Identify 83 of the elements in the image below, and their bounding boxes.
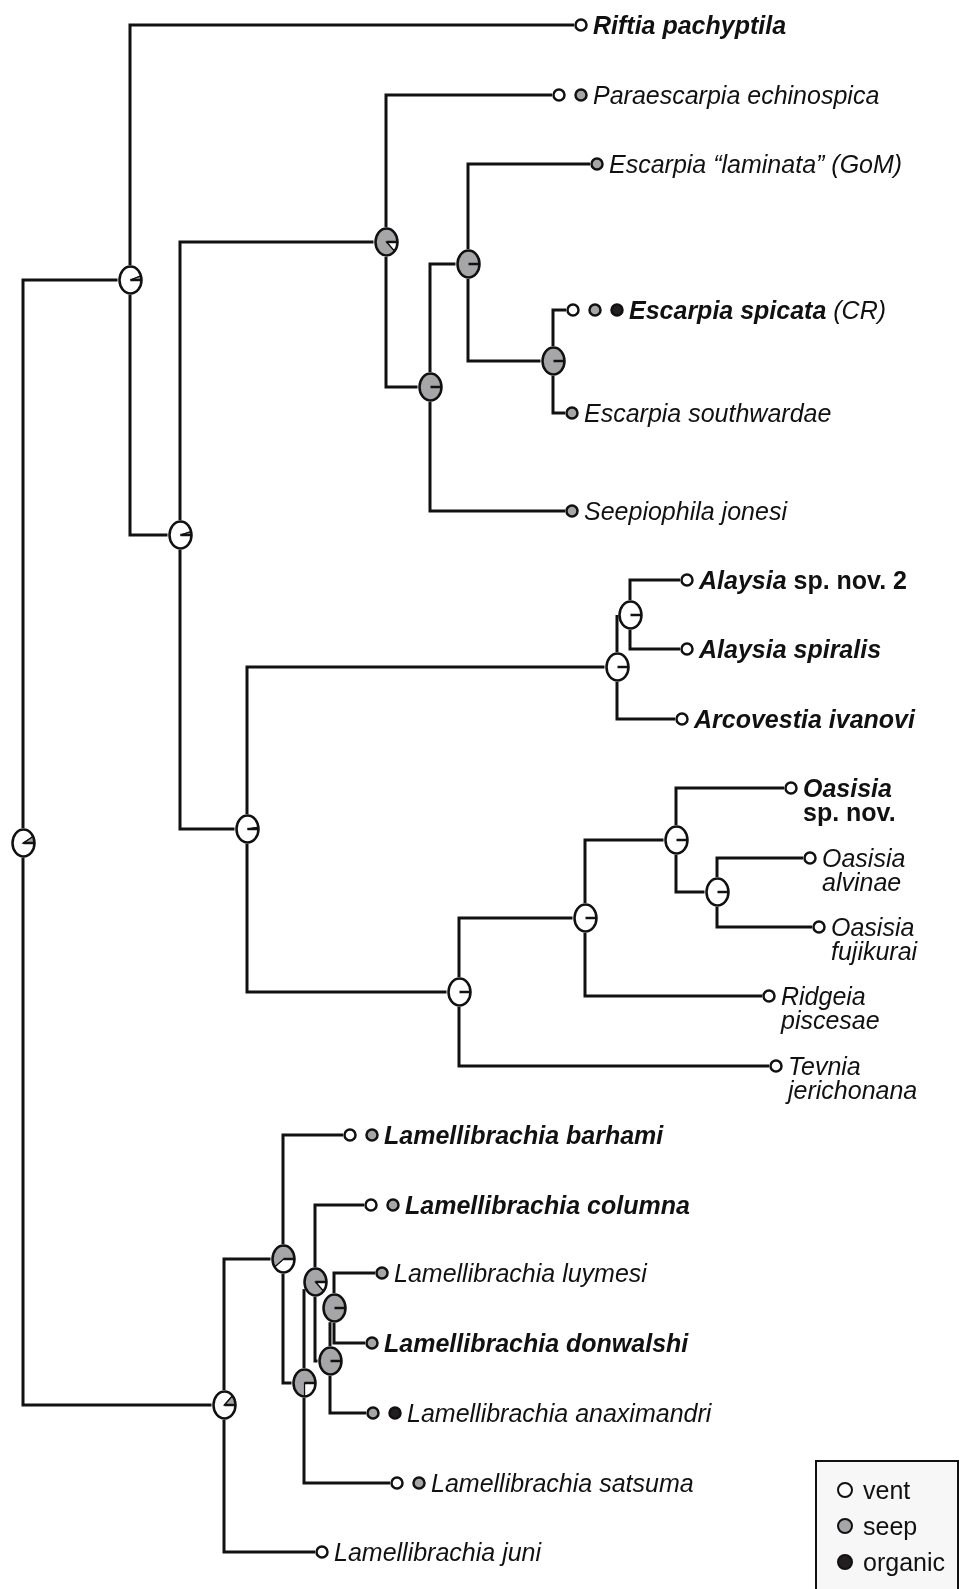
ancestral-state-pie-icon: [317, 1346, 343, 1376]
branch-line: [128, 295, 168, 537]
species-name: Lamellibrachia anaximandri: [407, 1401, 712, 1425]
species-name: Alaysia sp. nov. 2: [699, 568, 907, 592]
branch-line: [178, 240, 374, 520]
species-name: Oasisia sp. nov.: [803, 776, 897, 824]
branch-line: [222, 1420, 315, 1554]
branch-line: [466, 162, 590, 249]
ancestral-state-pie-icon: [617, 600, 643, 630]
ancestral-state-pie-icon: [234, 814, 260, 844]
branch-line: [128, 23, 574, 265]
branch-line: [328, 1376, 366, 1415]
branch-line: [628, 630, 680, 651]
ancestral-state-pie-icon: [663, 825, 689, 855]
branch-line: [428, 262, 456, 372]
branch-line: [466, 279, 541, 363]
branch-line: [245, 665, 605, 814]
species-name: Alaysia spiralis: [699, 637, 882, 661]
ancestral-state-pie-icon: [540, 346, 566, 376]
ancestral-state-pie-icon: [417, 372, 443, 402]
ancestral-state-pie-icon: [373, 227, 399, 257]
species-name: Lamellibrachia barhami: [384, 1123, 664, 1147]
branch-line: [384, 257, 418, 389]
species-name: Oasisia fujikurai: [831, 915, 919, 963]
branch-line: [384, 93, 552, 227]
legend-label: vent: [863, 1476, 911, 1504]
ancestral-state-pie-icon: [270, 1244, 296, 1274]
branch-line: [615, 682, 675, 721]
branch-line: [583, 933, 762, 998]
ancestral-state-pie-icon: [302, 1267, 328, 1297]
species-name: Riftia pachyptila: [593, 13, 787, 37]
branch-line: [715, 856, 803, 877]
ancestral-state-pie-icon: [117, 265, 143, 295]
branch-line: [674, 855, 705, 894]
ancestral-state-pie-icon: [211, 1390, 237, 1420]
branch-line: [457, 1007, 769, 1068]
species-name: Lamellibrachia donwalshi: [384, 1331, 689, 1355]
ancestral-state-pie-icon: [572, 903, 598, 933]
ancestral-state-pie-icon: [704, 877, 730, 907]
branch-line: [21, 278, 118, 828]
ancestral-state-pie-icon: [604, 652, 630, 682]
branch-line: [222, 1257, 271, 1390]
species-name: Paraescarpia echinospica: [593, 83, 880, 107]
species-name: Escarpia “laminata” (GoM): [609, 152, 903, 176]
species-name: Seepiophila jonesi: [584, 499, 787, 523]
branch-line: [674, 786, 784, 825]
branch-line: [551, 308, 566, 346]
branch-line: [328, 1322, 332, 1346]
branch-line: [178, 550, 235, 831]
branch-line: [21, 858, 212, 1407]
species-name: Arcovestia ivanovi: [694, 707, 915, 731]
species-name: Oasisia alvinae: [822, 846, 907, 894]
species-name: Escarpia spicata (CR): [629, 298, 887, 322]
branch-line: [302, 1289, 306, 1368]
branch-line: [715, 907, 812, 929]
branch-line: [428, 402, 565, 513]
branch-line: [551, 376, 565, 415]
species-name: Ridgeia piscesae: [781, 984, 881, 1032]
species-name: Lamellibrachia satsuma: [431, 1471, 694, 1495]
species-name: Lamellibrachia luymesi: [394, 1261, 647, 1285]
branch-line: [245, 844, 447, 994]
ancestral-state-pie-icon: [291, 1368, 317, 1398]
ancestral-state-pie-icon: [446, 977, 472, 1007]
species-name: Lamellibrachia columna: [405, 1193, 690, 1217]
branch-line: [457, 916, 573, 977]
species-name: Lamellibrachia juni: [334, 1540, 542, 1564]
species-name: Escarpia southwardae: [584, 401, 832, 425]
legend-label: organic: [863, 1548, 945, 1576]
ancestral-state-pie-icon: [167, 520, 193, 550]
branch-line: [313, 1203, 364, 1267]
branch-line: [313, 1297, 318, 1363]
branch-line: [615, 615, 619, 652]
ancestral-state-pie-icon: [10, 828, 36, 858]
branch-line: [332, 1271, 375, 1293]
ancestral-state-pie-icon: [321, 1293, 347, 1323]
branch-line: [332, 1323, 365, 1345]
branch-line: [628, 578, 680, 600]
ancestral-state-pie-icon: [455, 249, 481, 279]
branch-line: [281, 1133, 343, 1244]
branch-line: [583, 838, 664, 903]
branch-line: [302, 1398, 390, 1485]
legend-label: seep: [863, 1512, 918, 1540]
branch-line: [281, 1274, 292, 1385]
